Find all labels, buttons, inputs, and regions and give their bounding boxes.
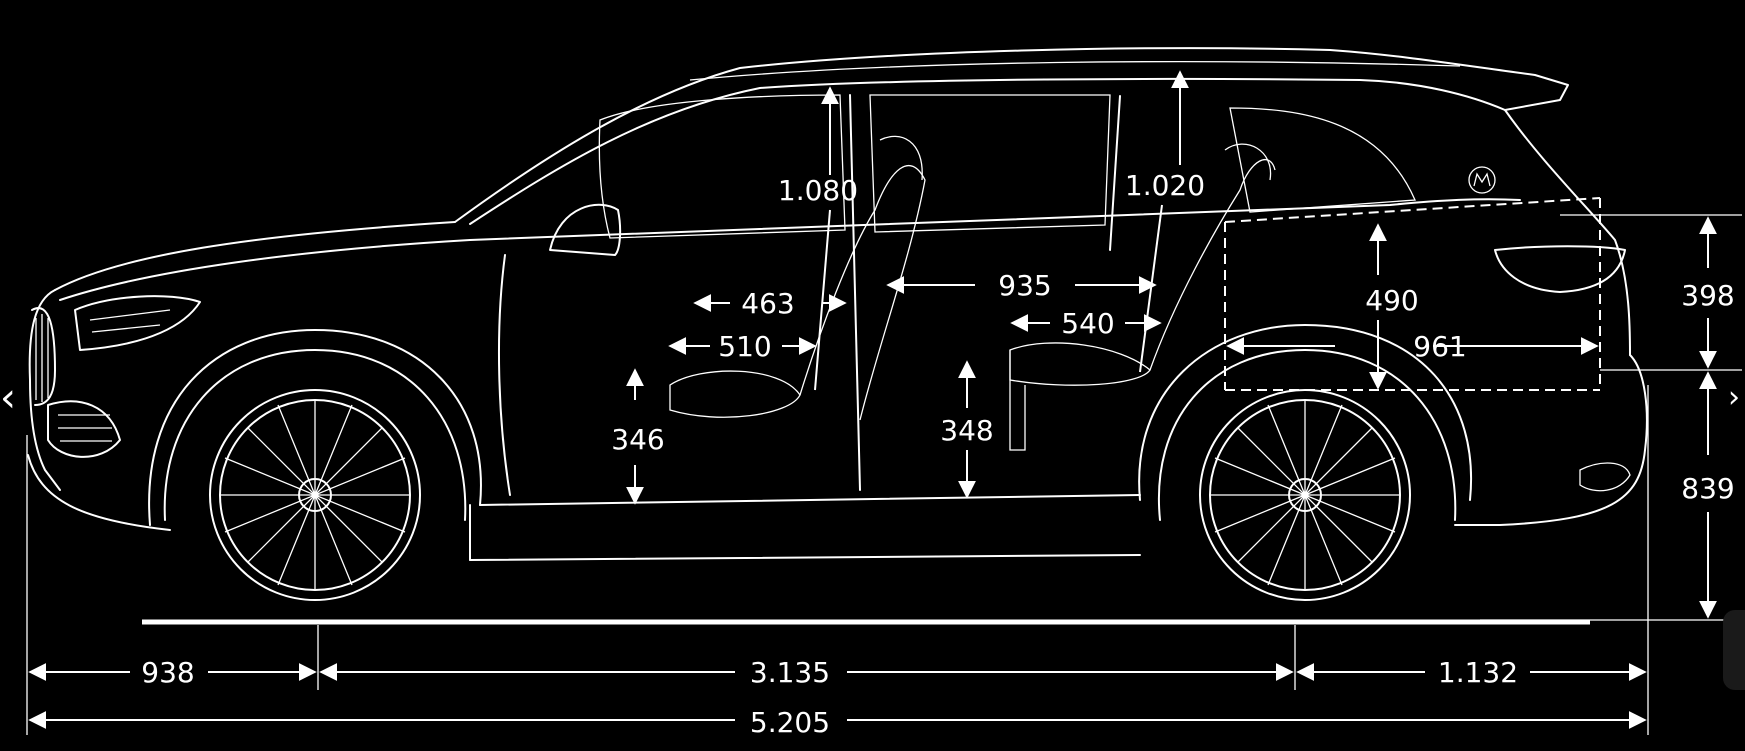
dim-rear-overhang: 1.132 [1438, 656, 1518, 689]
extension-lines [26, 214, 1742, 735]
dim-line-1080-lower [814, 209, 831, 391]
dim-front-seat-depth: 463 [741, 287, 794, 320]
dim-cargo-length: 961 [1413, 330, 1466, 363]
chevron-right-icon[interactable]: › [1728, 380, 1740, 415]
dim-upper-rear-height: 398 [1681, 279, 1734, 312]
front-wheel-icon [209, 389, 421, 601]
dim-front-seat-width: 510 [718, 330, 771, 363]
maybach-emblem-icon [1468, 166, 1496, 194]
car-body-outline [27, 47, 1648, 561]
dim-cargo-height: 490 [1365, 284, 1418, 317]
dim-rear-seat-height: 348 [940, 414, 993, 447]
side-panel-button[interactable] [1723, 610, 1745, 690]
dim-front-seat-height: 346 [611, 423, 664, 456]
dim-rear-legroom: 935 [998, 269, 1051, 302]
dim-front-headroom: 1.080 [778, 174, 858, 207]
dim-wheelbase: 3.135 [750, 656, 830, 689]
dim-front-overhang: 938 [141, 656, 194, 689]
dim-rear-headroom: 1.020 [1125, 169, 1205, 202]
dim-rear-seat-depth: 540 [1061, 307, 1114, 340]
chevron-left-icon[interactable]: ‹ [0, 375, 16, 421]
dim-overall-length: 5.205 [750, 706, 830, 739]
rear-wheel-icon [1199, 389, 1411, 601]
dim-lower-rear-height: 839 [1681, 472, 1734, 505]
